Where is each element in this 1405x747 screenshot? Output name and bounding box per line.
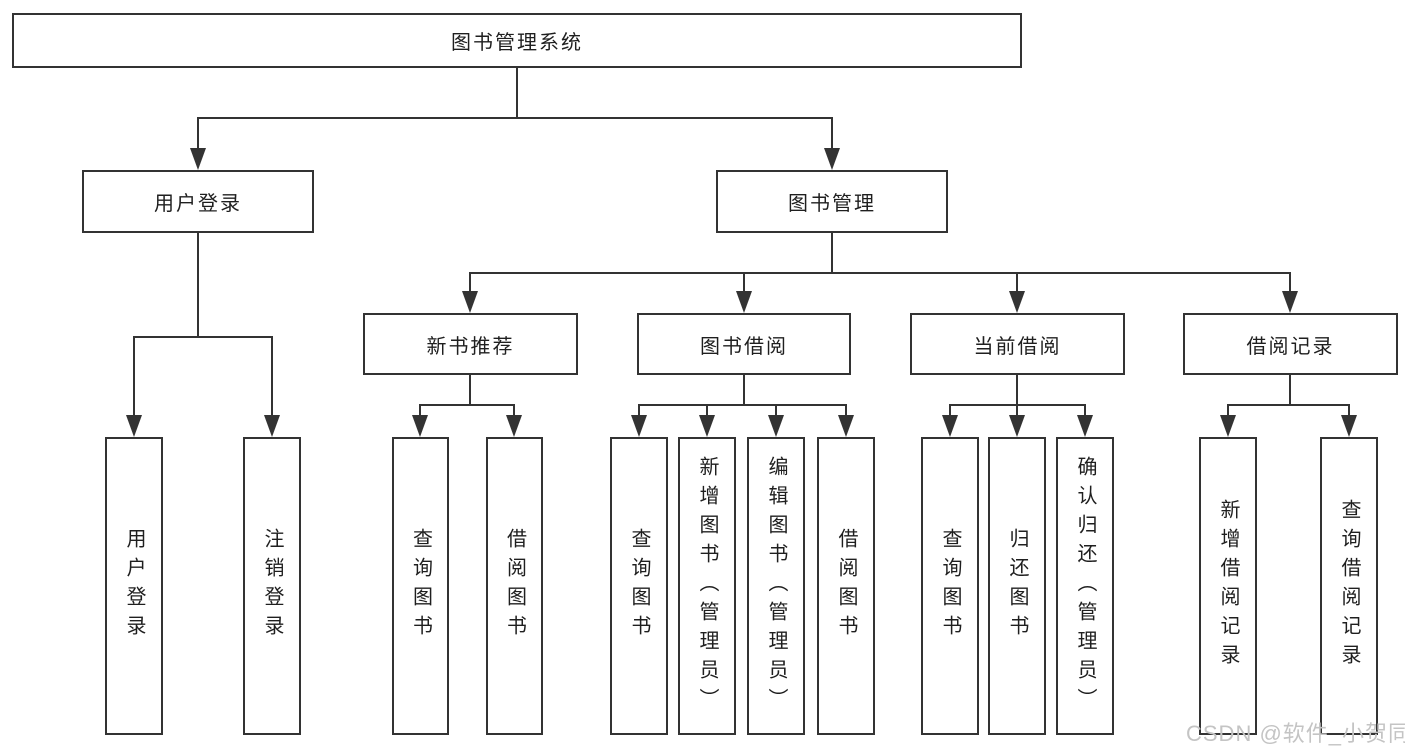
arrow-down-icon — [1341, 415, 1357, 437]
connector-line — [1289, 272, 1291, 292]
arrow-down-icon — [1009, 415, 1025, 437]
node-user-login-label: 用户登录 — [154, 193, 242, 215]
node-current-borrow-label: 当前借阅 — [973, 335, 1062, 358]
node-book-borrow-label: 图书借阅 — [700, 335, 788, 358]
leaf-recommend-query-book: 查询图书 — [392, 437, 449, 735]
leaf-edit-book-admin: 编辑图书（管理员） — [747, 437, 805, 735]
node-book-borrow: 图书借阅 — [637, 313, 851, 375]
arrow-down-icon — [838, 415, 854, 437]
node-current-borrow: 当前借阅 — [910, 313, 1125, 375]
watermark: CSDN @软件_小贺同学 — [1186, 721, 1405, 746]
connector-line — [197, 233, 199, 337]
arrow-down-icon — [824, 148, 840, 170]
arrow-down-icon — [1009, 291, 1025, 313]
leaf-query-borrow-record-label: 查询借阅记录 — [1338, 499, 1360, 673]
connector-line — [419, 404, 421, 416]
leaf-current-query-book-label: 查询图书 — [939, 528, 961, 644]
leaf-user-login-label: 用户登录 — [123, 528, 145, 644]
arrow-down-icon — [1282, 291, 1298, 313]
arrow-down-icon — [942, 415, 958, 437]
arrow-down-icon — [506, 415, 522, 437]
node-borrow-record: 借阅记录 — [1183, 313, 1398, 375]
connector-line — [1016, 272, 1018, 292]
leaf-return-book: 归还图书 — [988, 437, 1046, 735]
leaf-borrow-book: 借阅图书 — [817, 437, 875, 735]
leaf-recommend-borrow-book-label: 借阅图书 — [503, 528, 526, 644]
connector-line — [133, 336, 135, 416]
leaf-user-login: 用户登录 — [105, 437, 163, 735]
arrow-down-icon — [412, 415, 428, 437]
leaf-current-query-book: 查询图书 — [921, 437, 979, 735]
connector-line — [743, 375, 745, 405]
arrow-down-icon — [462, 291, 478, 313]
connector-line — [197, 117, 833, 119]
connector-line — [775, 404, 777, 416]
leaf-confirm-return-admin: 确认归还（管理员） — [1056, 437, 1114, 735]
leaf-borrow-book-label: 借阅图书 — [835, 528, 857, 644]
arrow-down-icon — [631, 415, 647, 437]
arrow-down-icon — [768, 415, 784, 437]
connector-line — [706, 404, 708, 416]
arrow-down-icon — [699, 415, 715, 437]
connector-line — [831, 233, 833, 274]
node-book-management: 图书管理 — [716, 170, 948, 233]
leaf-recommend-query-book-label: 查询图书 — [409, 528, 432, 644]
connector-line — [469, 272, 471, 292]
leaf-add-book-admin: 新增图书（管理员） — [678, 437, 736, 735]
connector-line — [1227, 404, 1350, 406]
connector-line — [419, 404, 515, 406]
arrow-down-icon — [736, 291, 752, 313]
connector-line — [271, 336, 273, 416]
connector-line — [469, 375, 471, 405]
connector-line — [831, 117, 833, 150]
leaf-confirm-return-admin-label: 确认归还（管理员） — [1074, 455, 1096, 717]
connector-line — [1016, 375, 1018, 405]
connector-line — [197, 117, 199, 150]
node-borrow-record-label: 借阅记录 — [1246, 335, 1335, 358]
connector-line — [845, 404, 847, 416]
leaf-borrow-query-book-label: 查询图书 — [628, 528, 650, 644]
connector-line — [1084, 404, 1086, 416]
connector-line — [513, 404, 515, 416]
connector-line — [1289, 375, 1291, 405]
connector-line — [1016, 404, 1018, 416]
leaf-logout-label: 注销登录 — [261, 528, 283, 644]
arrow-down-icon — [190, 148, 206, 170]
leaf-add-borrow-record-label: 新增借阅记录 — [1217, 499, 1239, 673]
leaf-add-book-admin-label: 新增图书（管理员） — [696, 455, 718, 717]
leaf-borrow-query-book: 查询图书 — [610, 437, 668, 735]
leaf-query-borrow-record: 查询借阅记录 — [1320, 437, 1378, 735]
node-new-book-recommend-label: 新书推荐 — [426, 335, 515, 358]
connector-line — [743, 272, 745, 292]
connector-line — [638, 404, 847, 406]
leaf-edit-book-admin-label: 编辑图书（管理员） — [765, 455, 787, 717]
node-user-login: 用户登录 — [82, 170, 314, 233]
arrow-down-icon — [1077, 415, 1093, 437]
node-root: 图书管理系统 — [12, 13, 1022, 68]
node-book-management-label: 图书管理 — [788, 193, 876, 215]
leaf-logout: 注销登录 — [243, 437, 301, 735]
arrow-down-icon — [264, 415, 280, 437]
connector-line — [1348, 404, 1350, 416]
connector-line — [949, 404, 951, 416]
connector-line — [133, 336, 273, 338]
arrow-down-icon — [126, 415, 142, 437]
leaf-add-borrow-record: 新增借阅记录 — [1199, 437, 1257, 735]
leaf-return-book-label: 归还图书 — [1006, 528, 1028, 644]
node-root-label: 图书管理系统 — [451, 32, 583, 54]
connector-line — [1227, 404, 1229, 416]
node-new-book-recommend: 新书推荐 — [363, 313, 578, 375]
connector-line — [516, 68, 518, 118]
arrow-down-icon — [1220, 415, 1236, 437]
leaf-recommend-borrow-book: 借阅图书 — [486, 437, 543, 735]
connector-line — [469, 272, 1291, 274]
connector-line — [638, 404, 640, 416]
